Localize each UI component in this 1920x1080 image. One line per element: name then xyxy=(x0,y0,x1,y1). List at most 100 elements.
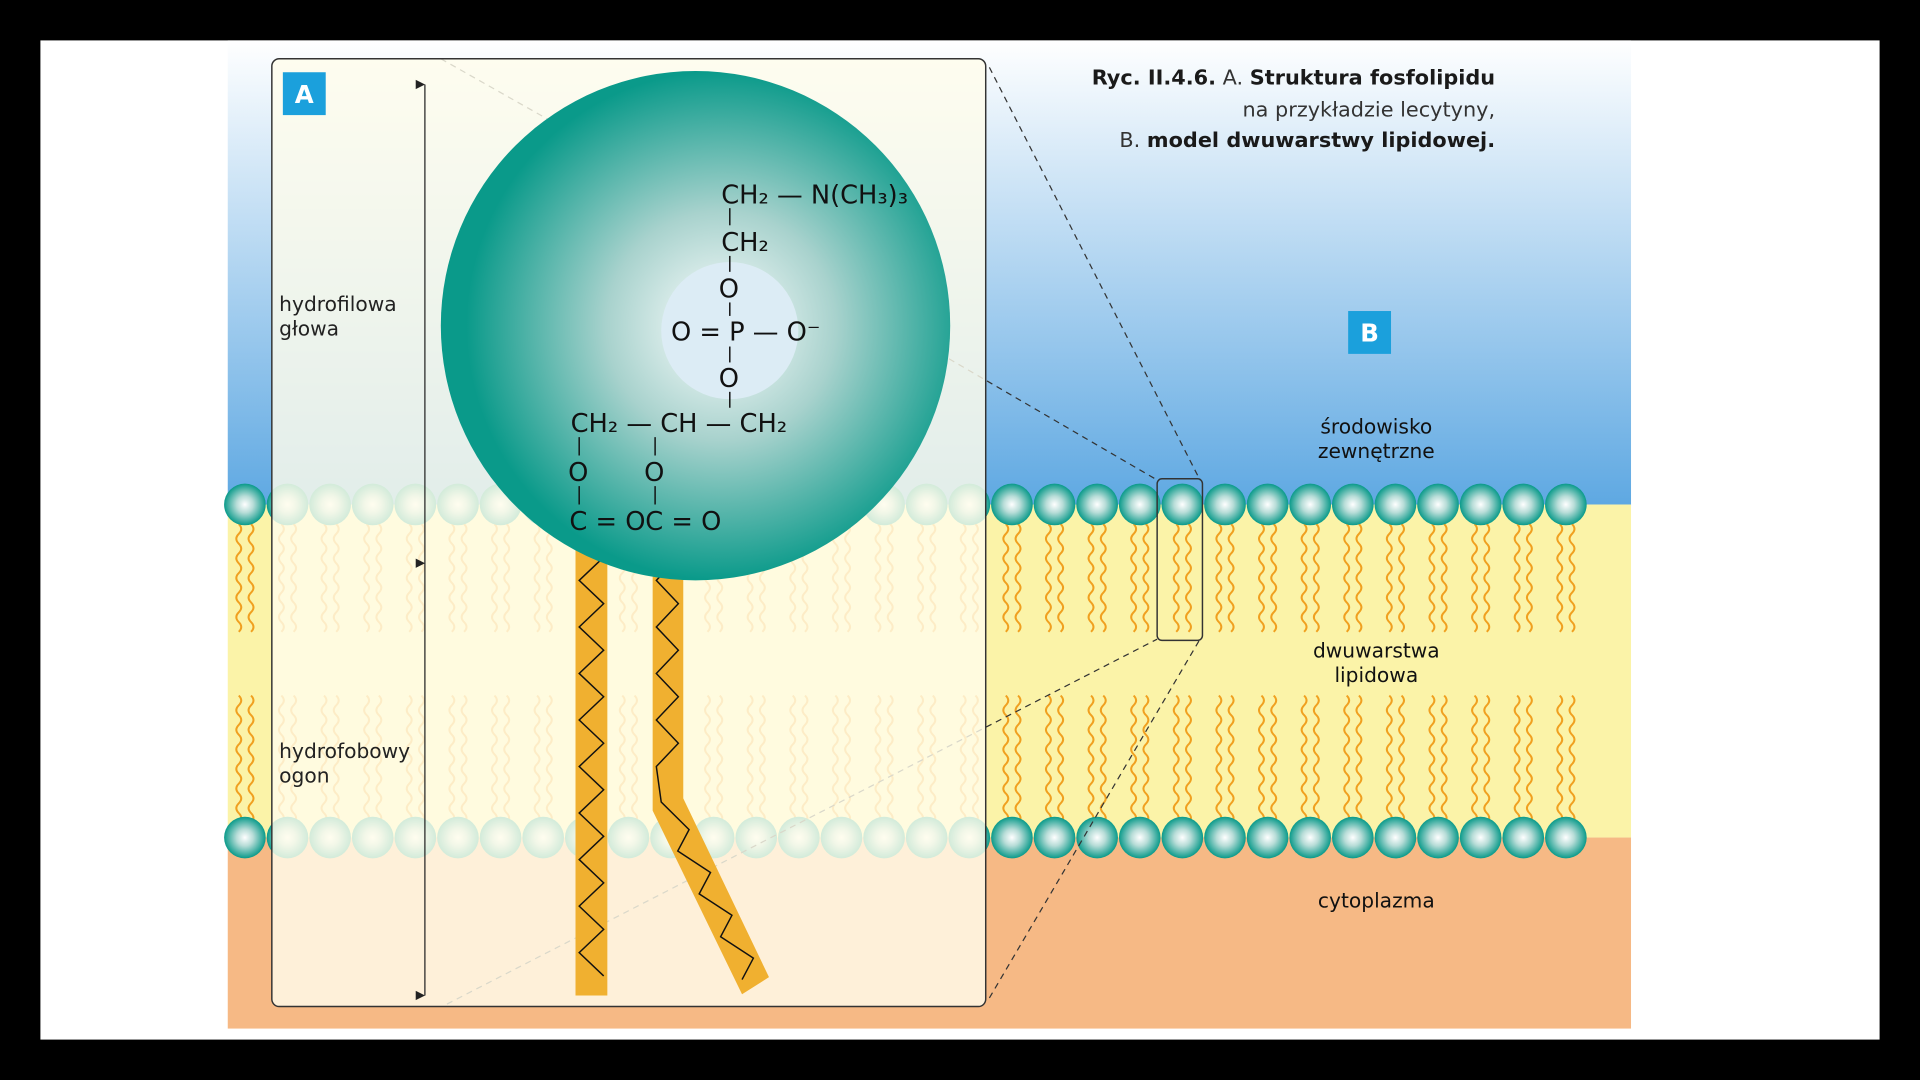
lipid-tail xyxy=(1270,523,1278,633)
lipid-tail xyxy=(1398,694,1405,824)
lipid-head xyxy=(991,483,1033,526)
lipid-tail xyxy=(1099,694,1107,824)
lipid-tail xyxy=(1215,523,1223,633)
lipid-tail xyxy=(1312,694,1320,824)
caption-a-title: Struktura fosfolipidu xyxy=(1249,66,1496,91)
lipid-tail xyxy=(1057,694,1065,824)
caption-a-rest: na przykładzie lecytyny, xyxy=(1242,97,1496,122)
label-cytoplasm: cytoplazma xyxy=(1317,888,1435,913)
lipid-tail xyxy=(1087,694,1095,824)
lipid-tail xyxy=(1312,523,1320,633)
lipid-tail xyxy=(1428,694,1436,824)
panel-b-badge: B xyxy=(1348,311,1392,354)
lipid-head xyxy=(1417,816,1459,859)
lipid-tail xyxy=(1172,523,1180,633)
label-line: głowa xyxy=(279,317,340,341)
lipid-tail xyxy=(1044,694,1052,824)
lipid-tail xyxy=(1142,523,1150,633)
lipid-tail xyxy=(1130,694,1138,824)
lipid-head xyxy=(1118,483,1161,526)
lipid-head xyxy=(1289,483,1332,526)
lipid-tail xyxy=(1215,694,1223,824)
lipid-head xyxy=(1545,483,1587,526)
label-outside: środowisko zewnętrzne xyxy=(1278,415,1474,464)
label-hydrophilic-head: hydrofilowa głowa xyxy=(279,293,396,342)
lipid-tail xyxy=(1471,523,1478,633)
zoom-selection-box xyxy=(1156,478,1204,642)
lipid-tail xyxy=(1398,523,1405,633)
lipid-tail xyxy=(1513,523,1521,633)
caption-b-prefix: B. xyxy=(1119,128,1141,154)
lipid-tail xyxy=(1568,523,1576,633)
lipid-head xyxy=(1033,483,1076,526)
lipid-head xyxy=(1033,816,1076,859)
lipid-tail xyxy=(1227,694,1235,824)
lipid-tail xyxy=(1057,523,1065,633)
lipid-head xyxy=(1076,483,1118,526)
label-line: ogon xyxy=(279,764,330,788)
lipid-tail xyxy=(1172,694,1180,824)
formula-phosphate: O = P — O⁻ xyxy=(671,317,820,347)
lipid-head xyxy=(224,483,266,526)
lipid-tail xyxy=(235,523,243,633)
formula-ch2: CH₂ xyxy=(721,228,769,258)
formula-glycerol: CH₂ — CH — CH₂ xyxy=(571,409,788,439)
lipid-tail xyxy=(1300,694,1308,824)
lipid-tail xyxy=(1471,694,1478,824)
lipid-tail xyxy=(1142,694,1150,824)
lipid-head xyxy=(1246,483,1289,526)
lipid-head xyxy=(1076,816,1118,859)
lipid-tail xyxy=(1440,523,1448,633)
lipid-tail xyxy=(1556,523,1564,633)
lipid-tail xyxy=(1014,694,1022,824)
lipid-tail xyxy=(1428,523,1436,633)
lipid-tail xyxy=(247,694,255,824)
lipid-tail xyxy=(247,523,255,633)
lipid-tail xyxy=(1099,523,1107,633)
lipid-head xyxy=(1161,816,1204,859)
lipid-tail xyxy=(1258,694,1265,824)
lipid-tail xyxy=(1300,523,1308,633)
label-line: hydrofilowa xyxy=(279,292,397,316)
lipid-head xyxy=(991,816,1033,859)
lipid-tail xyxy=(1014,523,1022,633)
lipid-tail xyxy=(1343,523,1351,633)
figure-caption: Ryc. II.4.6. A. Struktura fosfolipidu na… xyxy=(1092,64,1495,158)
lipid-tail xyxy=(1185,523,1192,633)
lipid-tail xyxy=(1525,523,1533,633)
lecithin-formula: CH₂ — N(CH₃)₃ CH₂ O O = P — O⁻ O CH₂ — C… xyxy=(568,180,908,537)
label-line: lipidowa xyxy=(1334,663,1419,687)
lipid-head xyxy=(1417,483,1459,526)
lipid-tail xyxy=(1227,523,1235,633)
lipid-head xyxy=(1118,816,1161,859)
formula-o-right: O xyxy=(644,458,664,488)
lipid-head xyxy=(1502,816,1545,859)
lipid-head xyxy=(1374,816,1417,859)
fatty-acid-tails xyxy=(575,538,769,996)
lipid-tail xyxy=(1513,694,1521,824)
lipid-tail xyxy=(1130,523,1138,633)
formula-o-top: O xyxy=(719,275,739,305)
label-hydrophobic-tail: hydrofobowy ogon xyxy=(279,740,410,789)
scale-bar xyxy=(415,79,426,1001)
caption-a-prefix: A. xyxy=(1222,66,1244,91)
label-line: środowisko xyxy=(1320,415,1433,439)
label-line: zewnętrzne xyxy=(1317,439,1435,463)
lipid-head xyxy=(1161,483,1204,526)
lipid-head xyxy=(1332,816,1374,859)
lipid-head xyxy=(1374,483,1417,526)
lipid-head xyxy=(224,816,266,859)
formula-choline: CH₂ — N(CH₃)₃ xyxy=(721,180,908,210)
lipid-tail xyxy=(1355,523,1363,633)
phosphate-circle xyxy=(661,262,799,400)
lipid-head xyxy=(1502,483,1545,526)
formula-o-bottom: O xyxy=(719,364,739,394)
lipid-tail xyxy=(1002,523,1010,633)
lipid-tail xyxy=(1185,694,1192,824)
lipid-tail xyxy=(1385,523,1393,633)
caption-number: Ryc. II.4.6. xyxy=(1091,66,1217,91)
formula-o-left: O xyxy=(568,458,588,488)
lipid-tail xyxy=(1525,694,1533,824)
lipid-head xyxy=(1459,483,1502,526)
